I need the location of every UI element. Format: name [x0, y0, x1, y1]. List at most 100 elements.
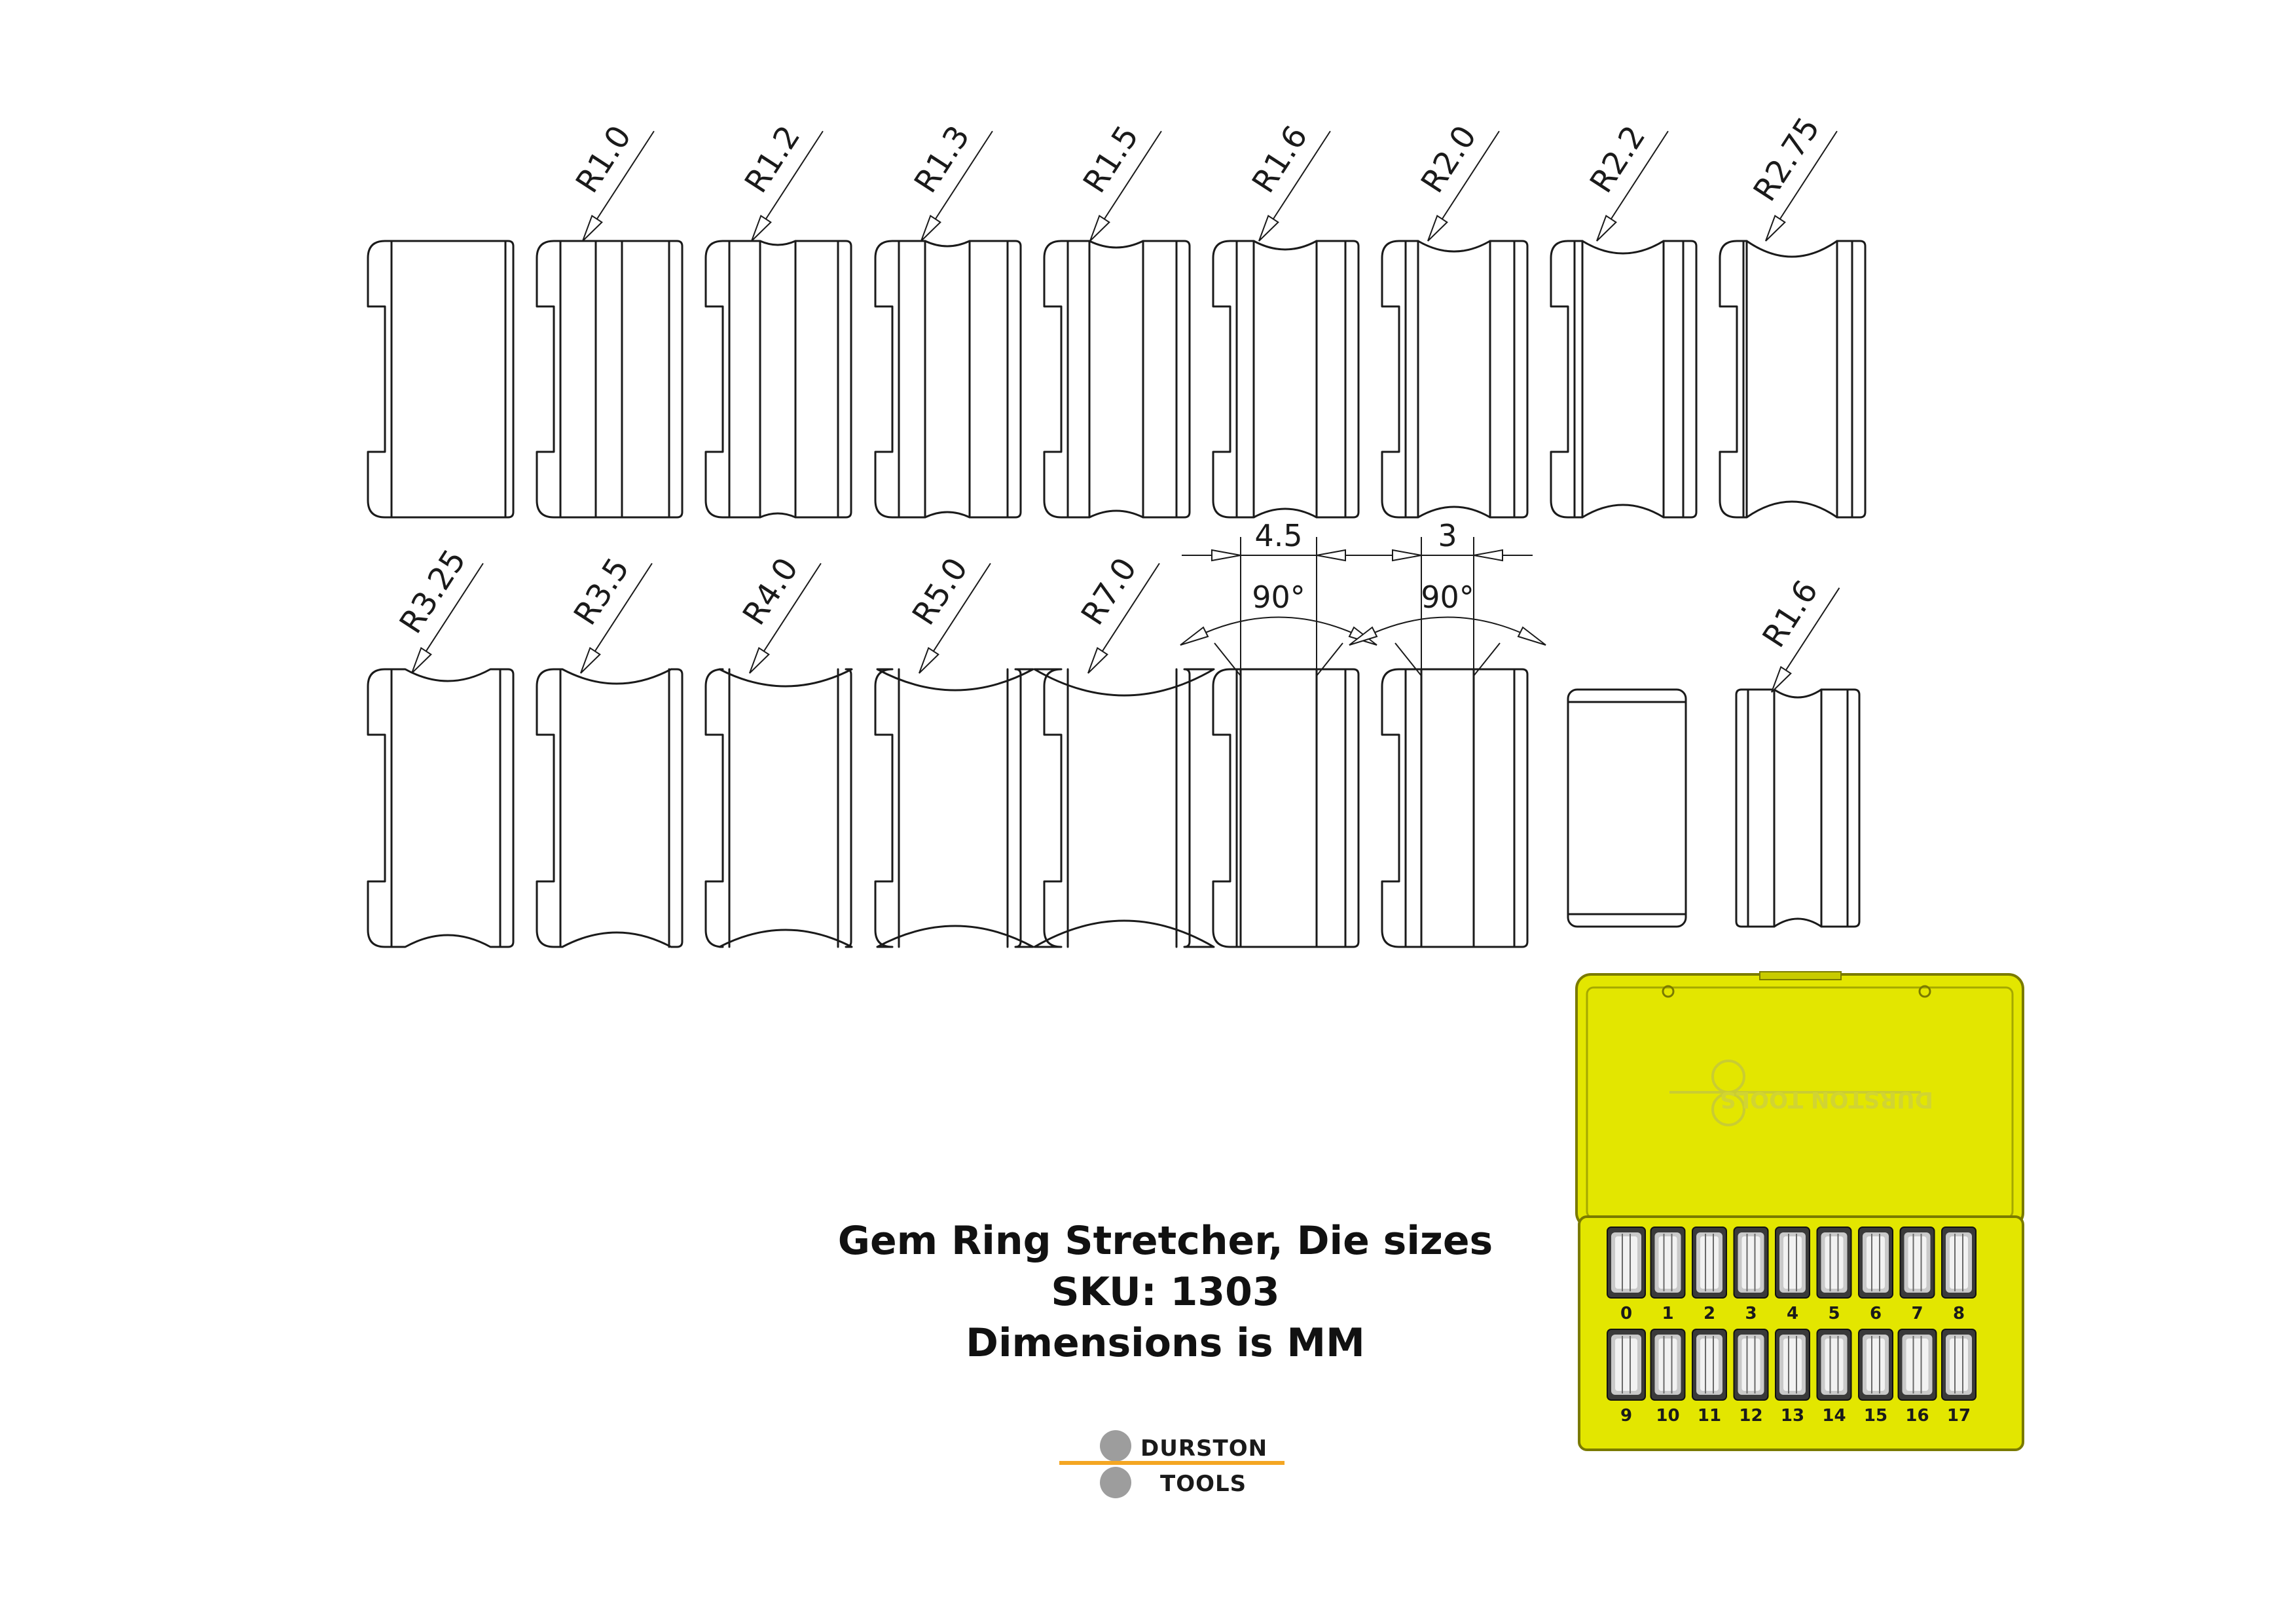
angle-dimension: 90° [1252, 580, 1305, 615]
width-dimension: 4.5 [1254, 518, 1302, 553]
caption-title: Gem Ring Stretcher, Die sizes [837, 1218, 1493, 1264]
leader-arrowhead [582, 215, 603, 242]
die-small-r1-6: R1.6 [1735, 574, 1861, 928]
die-plain-block [1567, 688, 1687, 928]
leader-arrowhead [1596, 215, 1617, 242]
radius-label: R1.0 [569, 119, 639, 199]
case-slot-number: 13 [1781, 1406, 1804, 1426]
die-r7-0: R7.0 [1033, 551, 1215, 948]
die-r2-75: R2.75 [1719, 111, 1867, 519]
leader-arrowhead [749, 647, 770, 674]
logo-circle-bottom [1100, 1467, 1131, 1498]
radius-label: R3.5 [567, 551, 637, 631]
case-slot-number: 5 [1828, 1304, 1840, 1323]
radius-label: R1.2 [738, 119, 808, 199]
case-clasp [1759, 971, 1842, 980]
block-outline [1567, 688, 1687, 928]
die-outline [1550, 240, 1698, 519]
radius-label: R1.6 [1755, 574, 1825, 654]
die-outline [1381, 240, 1529, 519]
die-r5-0: R5.0 [874, 551, 1034, 948]
leader-arrowhead [580, 647, 601, 674]
radius-label: R1.5 [1076, 119, 1146, 199]
radius-label: R7.0 [1074, 551, 1144, 631]
dim-arrow [1211, 549, 1241, 562]
case-hinge-hole [1662, 985, 1675, 998]
case-slot-number: 7 [1911, 1304, 1923, 1323]
angle-dimension: 90° [1421, 580, 1474, 615]
die-outline [1735, 688, 1861, 928]
leader-arrowhead [1258, 215, 1279, 242]
die-v-groove-1: 4.5 90° [1180, 518, 1377, 948]
radius-label: R2.2 [1583, 119, 1653, 199]
case-die-highlight [1615, 1338, 1637, 1391]
dim-arrow [1473, 549, 1503, 562]
die-outline [1212, 240, 1360, 519]
case-slot-number: 3 [1745, 1304, 1757, 1323]
case-die-highlight [1658, 1338, 1677, 1391]
case-slot-number: 2 [1704, 1304, 1715, 1323]
leader-arrowhead [1087, 647, 1108, 674]
die-outline [1381, 668, 1529, 948]
lid-emboss-circle [1711, 1092, 1745, 1126]
die-r2-0: R2.0 [1381, 119, 1529, 519]
leader-arrowhead [411, 647, 432, 674]
die-r4-0: R4.0 [704, 551, 853, 948]
die-outline [1212, 668, 1360, 948]
radius-label: R5.0 [905, 551, 975, 631]
die-r1-2: R1.2 [704, 119, 852, 519]
case-die-highlight [1741, 1236, 1760, 1289]
dim-arrow [1392, 549, 1422, 562]
logo-accent-line [1059, 1461, 1285, 1465]
leader-arrowhead [919, 647, 939, 674]
case-die-highlight [1906, 1338, 1929, 1391]
case-slot-number: 11 [1698, 1406, 1721, 1426]
case-die-highlight [1825, 1236, 1844, 1289]
case-slot-number: 16 [1905, 1406, 1929, 1426]
leader-arrowhead [920, 215, 941, 242]
logo-circle-top [1100, 1430, 1131, 1462]
leader-arrowhead [1771, 666, 1792, 693]
die-outline [704, 240, 852, 519]
case-die-highlight [1908, 1236, 1927, 1289]
angle-leg [1473, 642, 1501, 676]
case-slot-number: 15 [1864, 1406, 1887, 1426]
caption-sku: SKU: 1303 [1051, 1269, 1280, 1315]
case-hinge-hole [1918, 985, 1931, 998]
angle-arrow [1517, 626, 1546, 646]
radius-label: R2.75 [1746, 111, 1827, 208]
case-slot-number: 6 [1870, 1304, 1882, 1323]
leader-arrowhead [1089, 215, 1110, 242]
angle-leg [1214, 642, 1241, 676]
case-slot-number: 10 [1656, 1406, 1679, 1426]
case-die-highlight [1700, 1338, 1719, 1391]
case-die-highlight [1615, 1236, 1637, 1289]
case-die-highlight [1658, 1236, 1677, 1289]
leader-arrowhead [751, 215, 772, 242]
case-die-highlight [1867, 1338, 1885, 1391]
case-die-highlight [1950, 1338, 1968, 1391]
die-outline [1033, 668, 1215, 948]
angle-leg [1316, 642, 1343, 676]
case-slot-number: 14 [1822, 1406, 1846, 1426]
die-outline [874, 668, 1034, 948]
die-r1-0: R1.0 [536, 119, 683, 519]
case-die-highlight [1950, 1236, 1968, 1289]
case-die-highlight [1825, 1338, 1844, 1391]
case-die-highlight [1867, 1236, 1885, 1289]
radius-label: R1.6 [1245, 119, 1315, 199]
die-outline [1043, 240, 1191, 519]
logo-word-tools: TOOLS [1160, 1471, 1247, 1497]
radius-label: R2.0 [1414, 119, 1484, 199]
leader-arrowhead [1765, 215, 1786, 242]
caption-units: Dimensions is MM [966, 1320, 1365, 1366]
die-v-groove-2: 390° [1349, 518, 1546, 948]
case-slot-number: 1 [1662, 1304, 1673, 1323]
die-r1-3: R1.3 [874, 119, 1022, 519]
leader-arrowhead [1427, 215, 1448, 242]
angle-arrow [1180, 626, 1209, 646]
case-slot-number: 0 [1620, 1304, 1632, 1323]
angle-arc [1180, 616, 1377, 646]
